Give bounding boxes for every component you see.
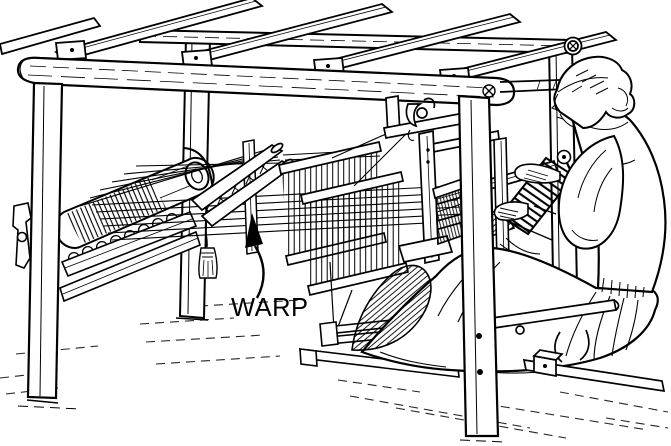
raddle-board bbox=[60, 210, 198, 278]
sleeve bbox=[557, 134, 625, 250]
beater-upright bbox=[418, 129, 440, 265]
skirt-knee-fold bbox=[351, 264, 432, 351]
screw-icon bbox=[482, 84, 496, 98]
front-left-leg bbox=[26, 81, 64, 400]
warp-arrowhead bbox=[245, 213, 263, 248]
screw-icon bbox=[567, 40, 579, 52]
warp-annotation: WARP bbox=[231, 213, 309, 322]
hands bbox=[493, 163, 561, 241]
heddle-frames bbox=[277, 140, 410, 297]
warp-arrow-icon bbox=[253, 245, 265, 299]
stool-runner bbox=[522, 358, 666, 393]
jack-pulley bbox=[405, 103, 423, 128]
ratchet-crank bbox=[556, 149, 575, 179]
weaver bbox=[351, 55, 667, 374]
floor-shading bbox=[0, 299, 669, 439]
tassel bbox=[198, 219, 218, 279]
front-right-leg bbox=[457, 94, 500, 438]
head-details bbox=[551, 69, 629, 129]
front-legs bbox=[17, 81, 507, 443]
thread-loops bbox=[67, 213, 178, 261]
left-hardware bbox=[12, 202, 201, 303]
warp-label: WARP bbox=[231, 294, 309, 322]
